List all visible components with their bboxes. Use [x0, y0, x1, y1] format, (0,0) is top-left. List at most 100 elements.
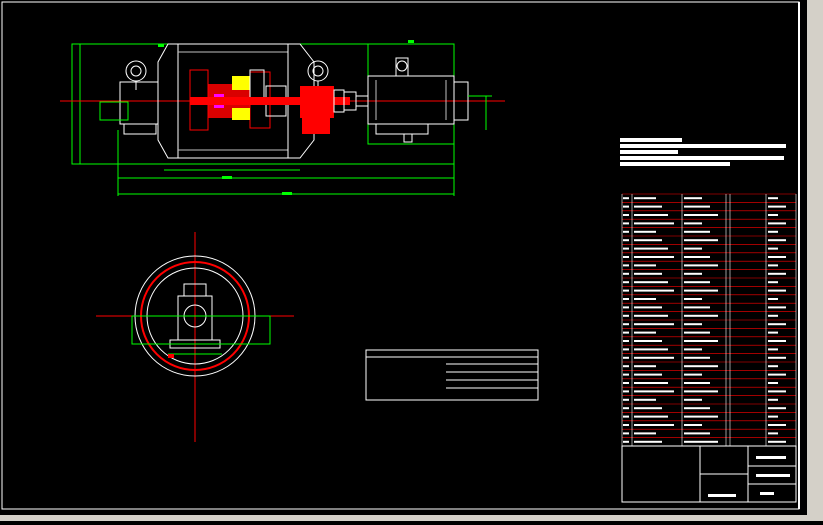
- motor-eyebolt: [396, 60, 408, 72]
- parts-list-entry: [623, 365, 629, 368]
- parts-list-entry: [684, 314, 718, 317]
- parts-list-entry: [623, 348, 629, 351]
- parts-list-entry: [768, 415, 778, 418]
- parts-list-entry: [768, 197, 778, 200]
- right-lifting-eye: [307, 60, 329, 82]
- parts-list-entry: [623, 356, 629, 359]
- parts-list-entry: [768, 289, 786, 292]
- parts-list-entry: [684, 222, 702, 225]
- parts-list-entry: [768, 331, 778, 334]
- right-flange: [287, 43, 315, 159]
- parts-list-entry: [684, 272, 702, 275]
- parts-list-entry: [768, 314, 778, 317]
- parts-list-entry: [634, 289, 674, 292]
- parts-list-entry: [623, 440, 629, 443]
- technical-parameters-table: [365, 349, 539, 401]
- parts-list-entry: [768, 205, 786, 208]
- note-line-1: [620, 138, 682, 142]
- parts-list-entry: [634, 348, 668, 351]
- parts-list-entry: [768, 230, 778, 233]
- dimension-mark-overall: [282, 192, 292, 195]
- scale-bar: [760, 492, 774, 495]
- front-view-assembly[interactable]: [60, 40, 505, 196]
- parts-list-entry: [623, 373, 629, 376]
- parts-list-entry: [634, 340, 662, 342]
- parts-list-entry: [768, 398, 778, 401]
- motor-end-cap: [453, 81, 469, 121]
- left-lifting-eye: [125, 60, 147, 82]
- parts-list-entry: [768, 306, 786, 309]
- parts-list-entry: [768, 432, 778, 435]
- parts-list-entry: [768, 214, 778, 216]
- parts-list-entry: [623, 390, 629, 393]
- parts-list-entry: [768, 239, 786, 242]
- parts-list-entry: [634, 382, 668, 384]
- motor-foot-bolt: [403, 133, 413, 143]
- parts-list-entry: [623, 205, 629, 208]
- parts-list-entry: [634, 365, 656, 368]
- parts-list-entry: [623, 272, 629, 275]
- parts-list-entry: [684, 424, 702, 426]
- title-block-border: [621, 445, 797, 503]
- drawing-title-bar: [756, 456, 786, 459]
- parts-list-entry: [768, 373, 786, 376]
- tech-table-border: [365, 349, 539, 401]
- parts-list-entry: [768, 256, 786, 258]
- parts-list-entry: [768, 281, 778, 284]
- parts-list-entry: [684, 365, 718, 368]
- parts-list-entry: [768, 424, 786, 426]
- side-bearing-cap: [183, 283, 207, 297]
- parts-list-entry: [634, 424, 674, 426]
- vertical-scrollbar[interactable]: [807, 0, 823, 521]
- parts-list-entry: [684, 440, 718, 443]
- parts-list-entry: [634, 390, 674, 393]
- parts-list-entry: [684, 356, 710, 359]
- parts-list-entry: [634, 373, 662, 376]
- internal-shaft: [190, 97, 350, 105]
- parts-list-entry: [684, 239, 718, 242]
- parts-list-entry: [684, 289, 718, 292]
- parts-list-entry: [623, 323, 629, 326]
- parts-list-entry: [634, 214, 668, 216]
- parts-list-entry: [684, 415, 718, 418]
- parts-list-entry: [634, 314, 668, 317]
- side-view-drum[interactable]: [96, 232, 294, 442]
- parts-list-entry: [634, 407, 662, 410]
- parts-list-entry: [684, 373, 702, 376]
- horizontal-scrollbar[interactable]: [0, 515, 823, 521]
- parts-list-entry: [634, 440, 662, 443]
- parts-list-entry: [623, 281, 629, 284]
- parts-list-entry: [623, 415, 629, 418]
- dimension-mark-top-1: [158, 44, 164, 47]
- parts-list-entry: [623, 298, 629, 300]
- parts-list-entry: [684, 205, 710, 208]
- parts-list-entry: [634, 239, 662, 242]
- parts-list-entry: [623, 230, 629, 233]
- parts-list-entry: [768, 264, 778, 267]
- parts-list-entry: [684, 331, 710, 334]
- parts-list-entry: [684, 197, 702, 200]
- parts-list-entry: [623, 214, 629, 216]
- parts-list-entry: [623, 197, 629, 200]
- parts-list-entry: [768, 407, 786, 410]
- parts-list-entry: [684, 348, 702, 351]
- side-base-green: [131, 315, 271, 345]
- parts-list-entry: [768, 390, 786, 393]
- motor-foot: [375, 123, 429, 135]
- note-line-4: [620, 156, 784, 160]
- parts-list-entry: [634, 331, 656, 334]
- motor-terminal-box: [395, 57, 409, 77]
- side-foot-left: [168, 354, 174, 358]
- parts-list-entry: [768, 356, 786, 359]
- drawing-border: [1, 1, 800, 510]
- parts-list-entry: [684, 398, 702, 401]
- parts-list-entry: [623, 331, 629, 334]
- motor-body: [367, 75, 455, 125]
- parts-list-entry: [634, 222, 674, 225]
- parts-list-entry: [634, 298, 656, 300]
- parts-list-entry: [684, 390, 718, 393]
- drawing-number-bar: [756, 474, 790, 477]
- parts-list-entry: [768, 298, 778, 300]
